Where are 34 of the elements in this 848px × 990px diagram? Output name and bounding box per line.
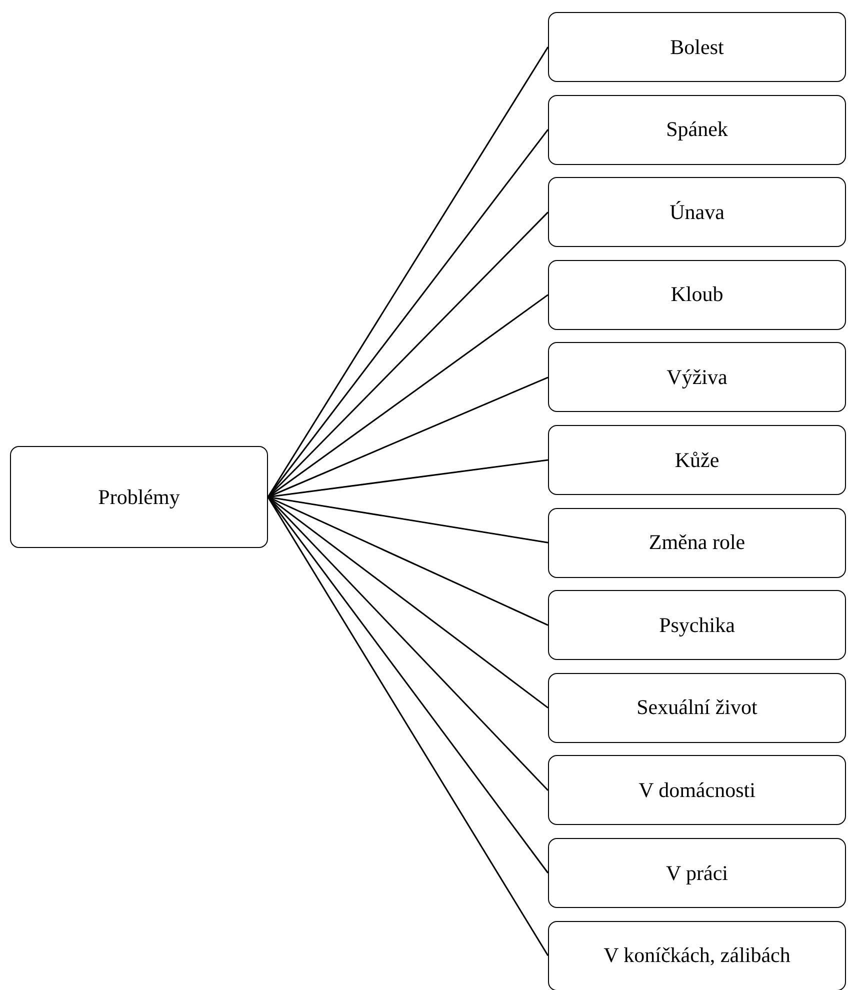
connector-line <box>267 496 549 956</box>
topic-box <box>548 590 846 660</box>
topic-box <box>548 508 846 578</box>
connector-line <box>268 496 548 544</box>
connector-line <box>268 459 548 498</box>
connector-line <box>267 46 549 498</box>
box-label: Sexuální život <box>636 695 758 720</box>
topic-box <box>548 177 846 248</box>
topic-box <box>548 342 846 412</box>
box-label: V koníčkách, zálibách <box>604 943 790 968</box>
root-box <box>10 446 268 548</box>
box-label: Únava <box>670 200 724 225</box>
topic-box <box>548 12 846 82</box>
box-label: Výživa <box>666 364 728 390</box>
topic-box <box>548 920 846 990</box>
box-label: Spánek <box>666 117 728 142</box>
topic-box <box>548 672 846 743</box>
connector-line <box>267 129 549 498</box>
topic-box <box>548 94 846 165</box>
box-label: Bolest <box>670 34 724 60</box>
connector-line <box>268 376 548 498</box>
topic-box <box>548 260 846 330</box>
box-label: Kůže <box>674 448 720 472</box>
topic-box <box>548 425 846 495</box>
box-label: Změna role <box>648 530 746 556</box>
connector-line <box>268 496 548 626</box>
box-label: Psychika <box>659 612 735 638</box>
box-label: Kloub <box>670 282 724 308</box>
box-label: V domácnosti <box>638 778 756 803</box>
box-label: Problémy <box>98 484 180 510</box>
topic-box <box>548 755 846 826</box>
topic-box <box>548 838 846 908</box>
box-label: V práci <box>666 860 728 886</box>
connector-line <box>267 496 549 874</box>
